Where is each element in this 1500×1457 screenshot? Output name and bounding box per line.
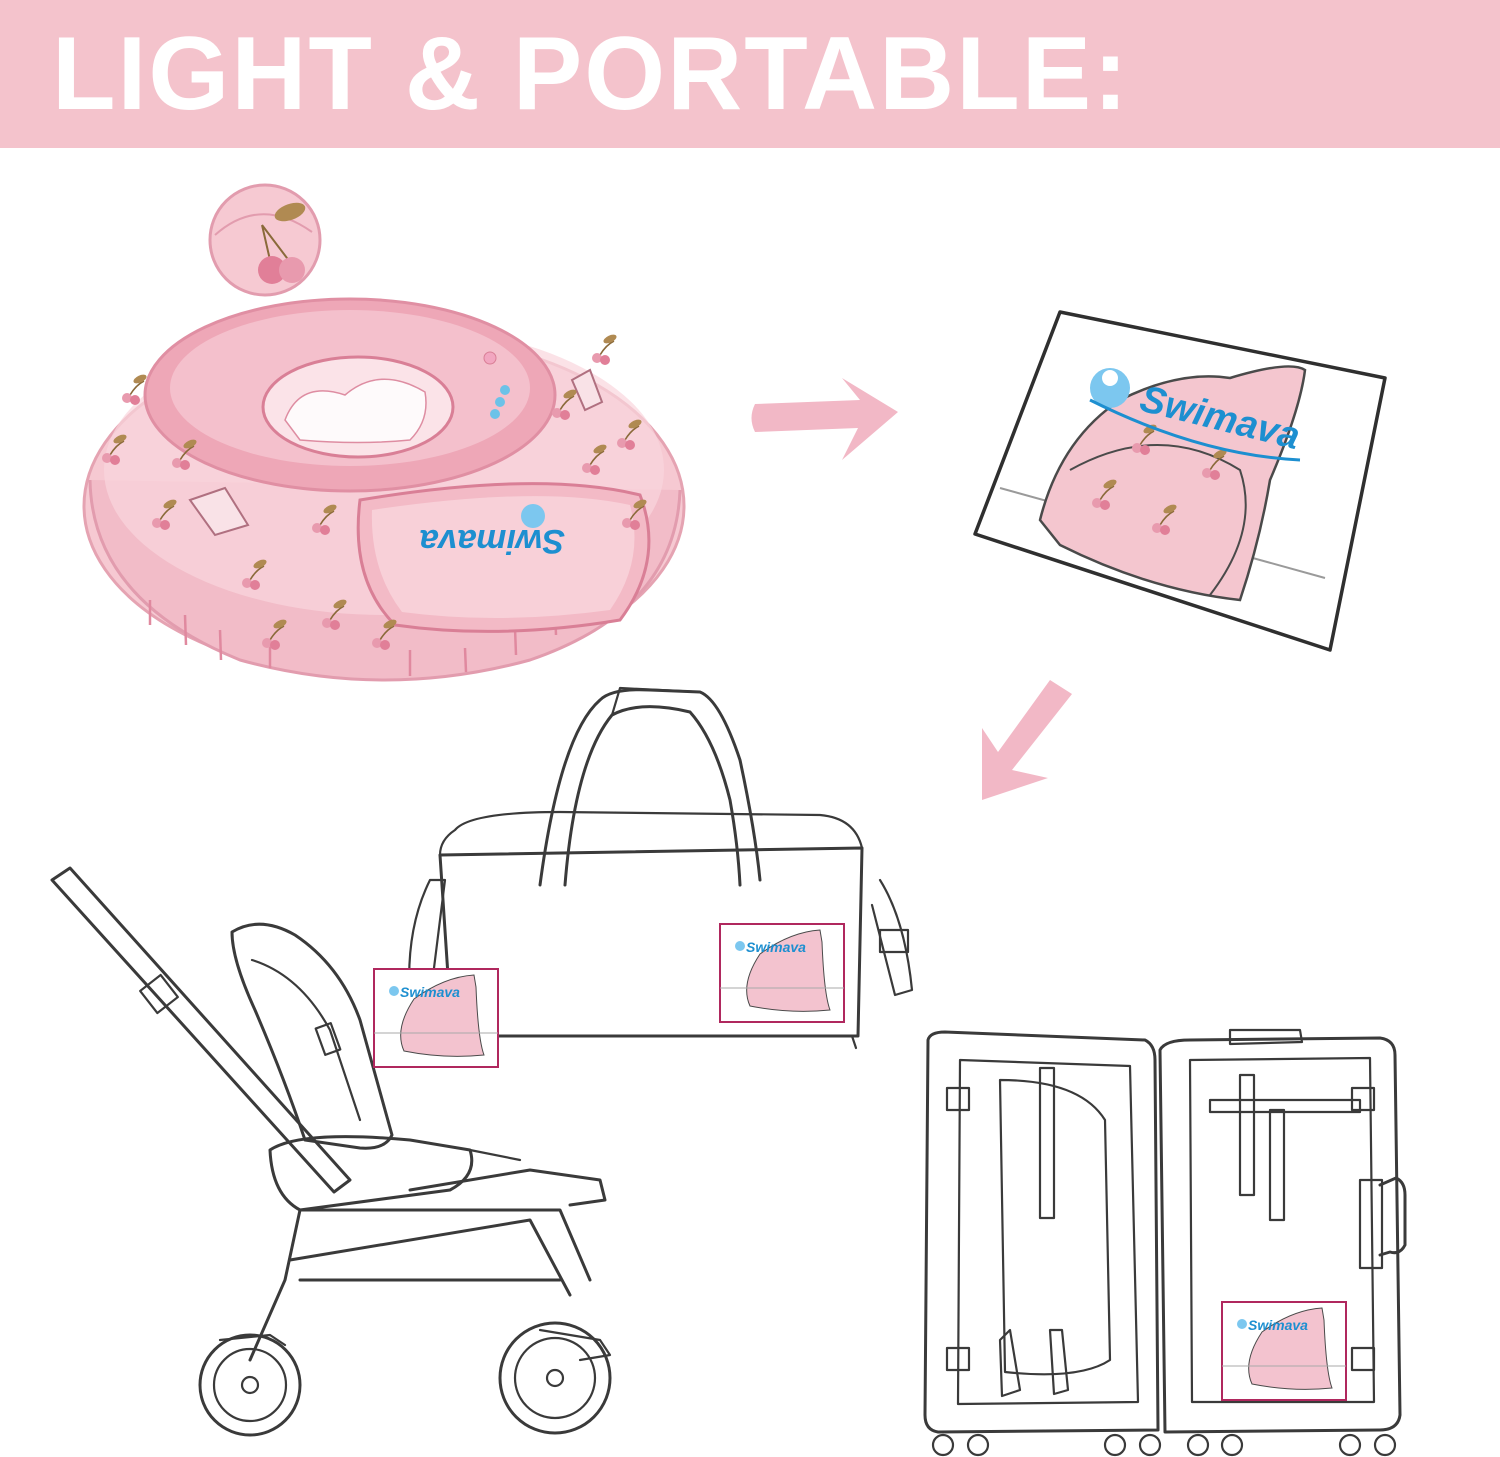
- baby-swim-float-icon: Swimava: [82, 183, 686, 682]
- svg-text:Swimava: Swimava: [419, 522, 565, 560]
- page-title: LIGHT & PORTABLE:: [52, 16, 1130, 132]
- packed-storage-bag-icon: Swimava: [973, 310, 1387, 652]
- open-suitcase-icon: [923, 1028, 1407, 1457]
- arrow-icon: [751, 378, 898, 460]
- baby-stroller-icon: [50, 866, 612, 1437]
- header-banner: LIGHT & PORTABLE:: [0, 0, 1500, 148]
- arrow-icon: [982, 680, 1072, 800]
